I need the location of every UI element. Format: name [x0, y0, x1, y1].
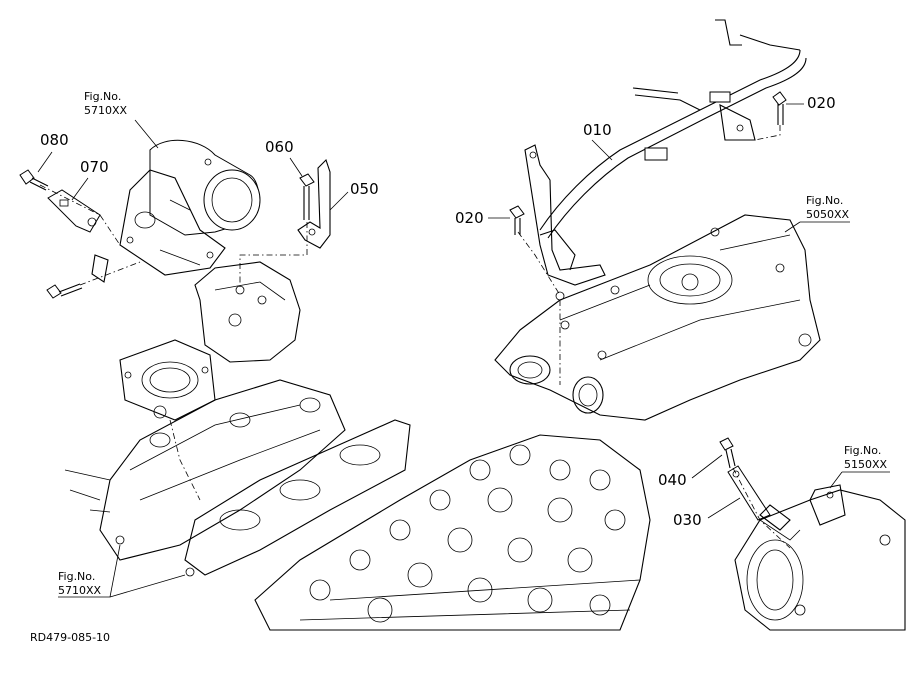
drawing-id: RD479-085-10 — [30, 631, 110, 644]
fig-ref-bottom-code: 5710XX — [58, 584, 102, 597]
bolt-lower-left — [46, 283, 83, 299]
bolt-020-top — [772, 91, 787, 125]
cylinder-head — [254, 434, 651, 631]
pipe-assembly — [524, 19, 807, 286]
plate-030 — [727, 465, 791, 531]
fig-ref-top-code: 5710XX — [84, 104, 128, 117]
fig-ref-lower-right: Fig.No. 5150XX — [844, 444, 888, 471]
rocker-cover — [494, 214, 821, 421]
part-number-010: 010 — [583, 121, 612, 139]
intake-manifold — [64, 379, 411, 577]
fig-ref-bottom: Fig.No. 5710XX — [58, 570, 102, 597]
bolt-060 — [299, 173, 315, 220]
part-number-070: 070 — [80, 158, 109, 176]
part-number-040: 040 — [658, 471, 687, 489]
fig-ref-right: Fig.No. 5050XX — [806, 194, 850, 221]
leader-lines — [37, 103, 890, 598]
fig-ref-lower-right-code: 5150XX — [844, 458, 888, 471]
part-number-020-mid: 020 — [455, 209, 484, 227]
bracket-050 — [297, 158, 331, 249]
thermostat-housing — [119, 139, 261, 276]
water-flange — [119, 261, 301, 421]
part-number-020-top: 020 — [807, 94, 836, 112]
assembly-lines — [39, 125, 791, 549]
fig-ref-lower-right-label: Fig.No. — [844, 444, 881, 457]
bolt-080 — [19, 169, 49, 191]
part-number-030: 030 — [673, 511, 702, 529]
bolt-040 — [719, 437, 736, 469]
part-number-080: 080 — [40, 131, 69, 149]
plate-070 — [47, 189, 109, 283]
bolt-020-mid — [509, 205, 525, 235]
flywheel-housing — [734, 484, 906, 631]
fig-ref-right-label: Fig.No. — [806, 194, 843, 207]
fig-ref-right-code: 5050XX — [806, 208, 850, 221]
fig-ref-top: Fig.No. 5710XX — [84, 90, 128, 117]
fig-ref-bottom-label: Fig.No. — [58, 570, 95, 583]
fig-ref-top-label: Fig.No. — [84, 90, 121, 103]
part-number-060: 060 — [265, 138, 294, 156]
part-number-050: 050 — [350, 180, 379, 198]
